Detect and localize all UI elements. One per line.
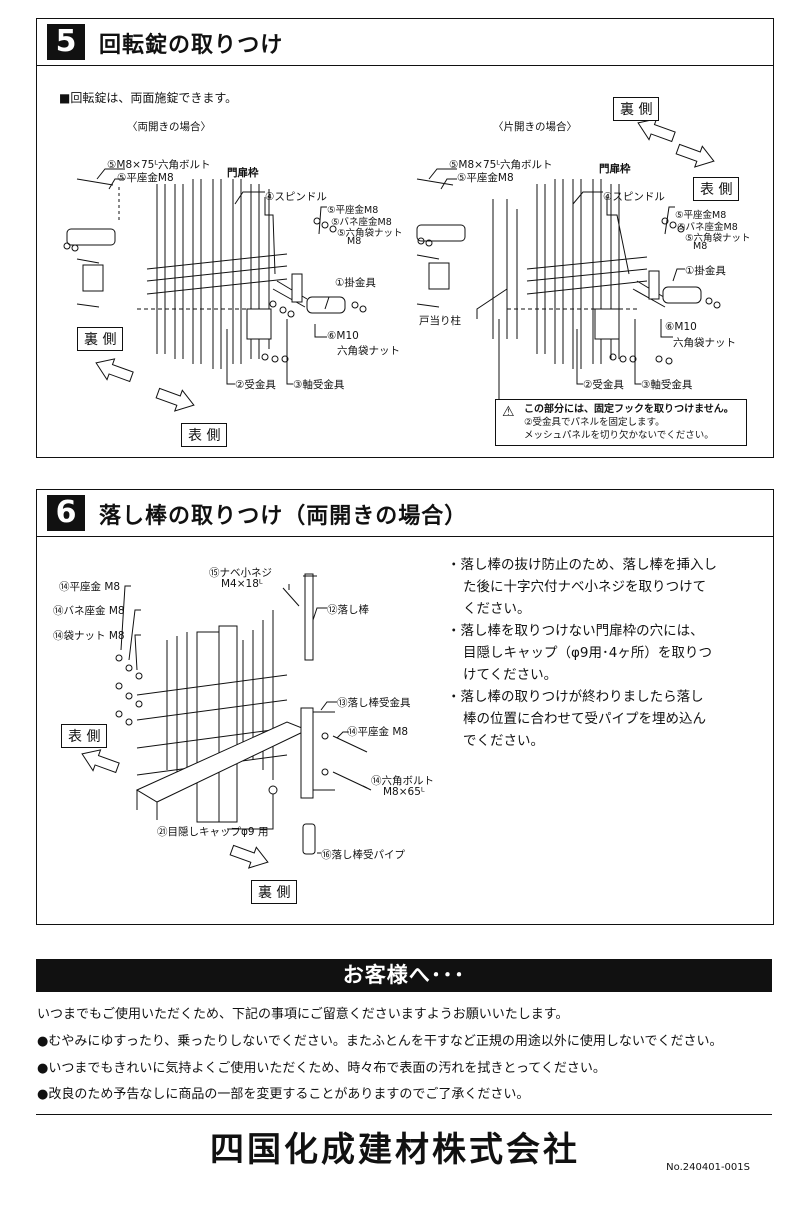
warning-icon: ⚠	[502, 404, 515, 420]
section-6-header: 6 落し棒の取りつけ（両開きの場合）	[37, 490, 773, 537]
s6-instruction-2: ・落し棒を取りつけない門扉枠の穴には、目隠しキャップ（φ9用･4ヶ所）を取りつけ…	[447, 623, 712, 683]
right-cap-nut-size: M8	[693, 241, 708, 252]
left-latch-label: ①掛金具	[335, 277, 376, 289]
right-nut-label: ⑥M10	[665, 321, 697, 333]
customer-line-1: いつまでもご使用いただくため、下記の事項にご留意くださいますようお願いいたします…	[37, 1007, 569, 1022]
s6-cap-nut-label: ⑭袋ナット M8	[53, 630, 125, 642]
customer-banner: お客様へ･･･	[36, 959, 772, 992]
s6-rod-label: ⑫落し棒	[327, 604, 369, 616]
left-spindle-label: ④スピンドル	[265, 191, 327, 203]
s6-spring-washer-label: ⑭バネ座金 M8	[53, 605, 125, 617]
s6-rod-receiver-label: ⑬落し棒受金具	[337, 697, 411, 709]
s6-pipe-label: ⑯落し棒受パイプ	[321, 849, 405, 861]
section-6-title: 落し棒の取りつけ（両開きの場合）	[99, 504, 468, 529]
right-latch-label: ①掛金具	[685, 265, 726, 277]
s6-instruction-3: ・落し棒の取りつけが終わりましたら落し棒の位置に合わせて受パイプを埋め込んでくだ…	[447, 689, 706, 749]
section-5-intro: ■回転錠は、両面施錠できます。	[59, 91, 238, 105]
left-bolt-label: ⑤M8×75ᴸ六角ボルト	[107, 159, 211, 171]
right-cap-nut-label: ⑤六角袋ナット	[685, 233, 751, 244]
document-number: No.240401-001S	[666, 1162, 750, 1173]
left-receiver-label: ②受金具	[235, 379, 276, 391]
right-flat-washer-label: ⑤平座金M8	[675, 210, 727, 221]
right-washer-label: ⑤平座金M8	[457, 172, 514, 184]
section-5-title: 回転錠の取りつけ	[99, 33, 284, 58]
left-lock-diagram	[63, 168, 367, 412]
s6-ura-label: 裏 側	[251, 880, 298, 904]
caution-note-line-3: メッシュパネルを切り欠かないでください。	[524, 430, 714, 441]
left-axle-receiver-label: ③軸受金具	[293, 379, 345, 391]
left-ura-label: 裏 側	[77, 327, 124, 351]
right-spring-washer-label: ⑤バネ座金M8	[677, 222, 738, 233]
left-caption: 〈両開きの場合〉	[127, 121, 211, 133]
caution-note: ⚠ この部分には、固定フックを取りつけません。 ②受金具でパネルを固定します。 …	[495, 399, 747, 446]
right-spindle-label: ④スピンドル	[603, 191, 665, 203]
s6-flat-washer-2-label: ⑭平座金 M8	[347, 726, 409, 738]
left-cap-nut-size: M8	[347, 236, 362, 247]
left-omote-label: 表 側	[181, 423, 228, 447]
s6-screw-size: M4×18ᴸ	[221, 578, 263, 590]
left-washer-label: ⑤平座金M8	[117, 172, 174, 184]
left-flat-washer-label: ⑤平座金M8	[327, 205, 379, 216]
left-nut-label: ⑥M10	[327, 330, 359, 342]
s6-cap-label: ㉑目隠しキャップφ9 用	[157, 826, 269, 838]
left-spring-washer-label: ⑤バネ座金M8	[331, 217, 392, 228]
section-5-number: 5	[47, 24, 85, 60]
right-nut-label-2: 六角袋ナット	[673, 337, 736, 349]
s6-hex-bolt-size: M8×65ᴸ	[383, 786, 425, 798]
customer-line-3: ●いつまでもきれいに気持よくご使用いただくため、時々布で表面の汚れを拭きとってく…	[37, 1061, 606, 1076]
divider	[36, 1114, 772, 1115]
company-name: 四国化成建材株式会社	[210, 1130, 580, 1170]
customer-line-2: ●むやみにゆすったり、乗ったりしないでください。またふとんを干すなど正規の用途以…	[37, 1034, 723, 1049]
caution-note-title: この部分には、固定フックを取りつけません。	[524, 404, 734, 415]
section-6: 6 落し棒の取りつけ（両開きの場合）	[36, 489, 774, 925]
right-omote-label: 表 側	[693, 177, 740, 201]
left-frame-label: 門扉枠	[227, 167, 259, 179]
s6-instructions: ・落し棒の抜け防止のため、落し棒を挿入した後に十字穴付ナベ小ネジを取りつけてくだ…	[447, 554, 717, 752]
right-axle-receiver-label: ③軸受金具	[641, 379, 693, 391]
right-ura-label: 裏 側	[613, 97, 660, 121]
section-5-header: 5 回転錠の取りつけ	[37, 19, 773, 66]
right-caption: 〈片開きの場合〉	[493, 121, 577, 133]
s6-screw-label: ⑮ナベ小ネジ	[209, 567, 272, 579]
section-6-number: 6	[47, 495, 85, 531]
right-frame-label: 門扉枠	[599, 163, 631, 175]
right-receiver-label: ②受金具	[583, 379, 624, 391]
caution-note-line-2: ②受金具でパネルを固定します。	[524, 417, 665, 428]
right-bolt-label: ⑤M8×75ᴸ六角ボルト	[449, 159, 553, 171]
left-cap-nut-label: ⑤六角袋ナット	[337, 228, 403, 239]
s6-flat-washer-label: ⑭平座金 M8	[59, 581, 121, 593]
s6-omote-label: 表 側	[61, 724, 108, 748]
section-5: 5 回転錠の取りつけ ■回転錠は、両面施錠できます。 〈両開きの場合〉 〈片開き…	[36, 18, 774, 458]
left-nut-label-2: 六角袋ナット	[337, 345, 400, 357]
right-lock-diagram	[416, 118, 721, 420]
customer-line-4: ●改良のため予告なしに商品の一部を変更することがありますのでご了承ください。	[37, 1087, 530, 1102]
s6-hex-bolt-label: ⑭六角ボルト	[371, 775, 434, 787]
right-post-label: 戸当り柱	[419, 315, 461, 327]
drop-rod-diagram	[81, 573, 372, 869]
s6-instruction-1: ・落し棒の抜け防止のため、落し棒を挿入した後に十字穴付ナベ小ネジを取りつけてくだ…	[447, 557, 717, 617]
